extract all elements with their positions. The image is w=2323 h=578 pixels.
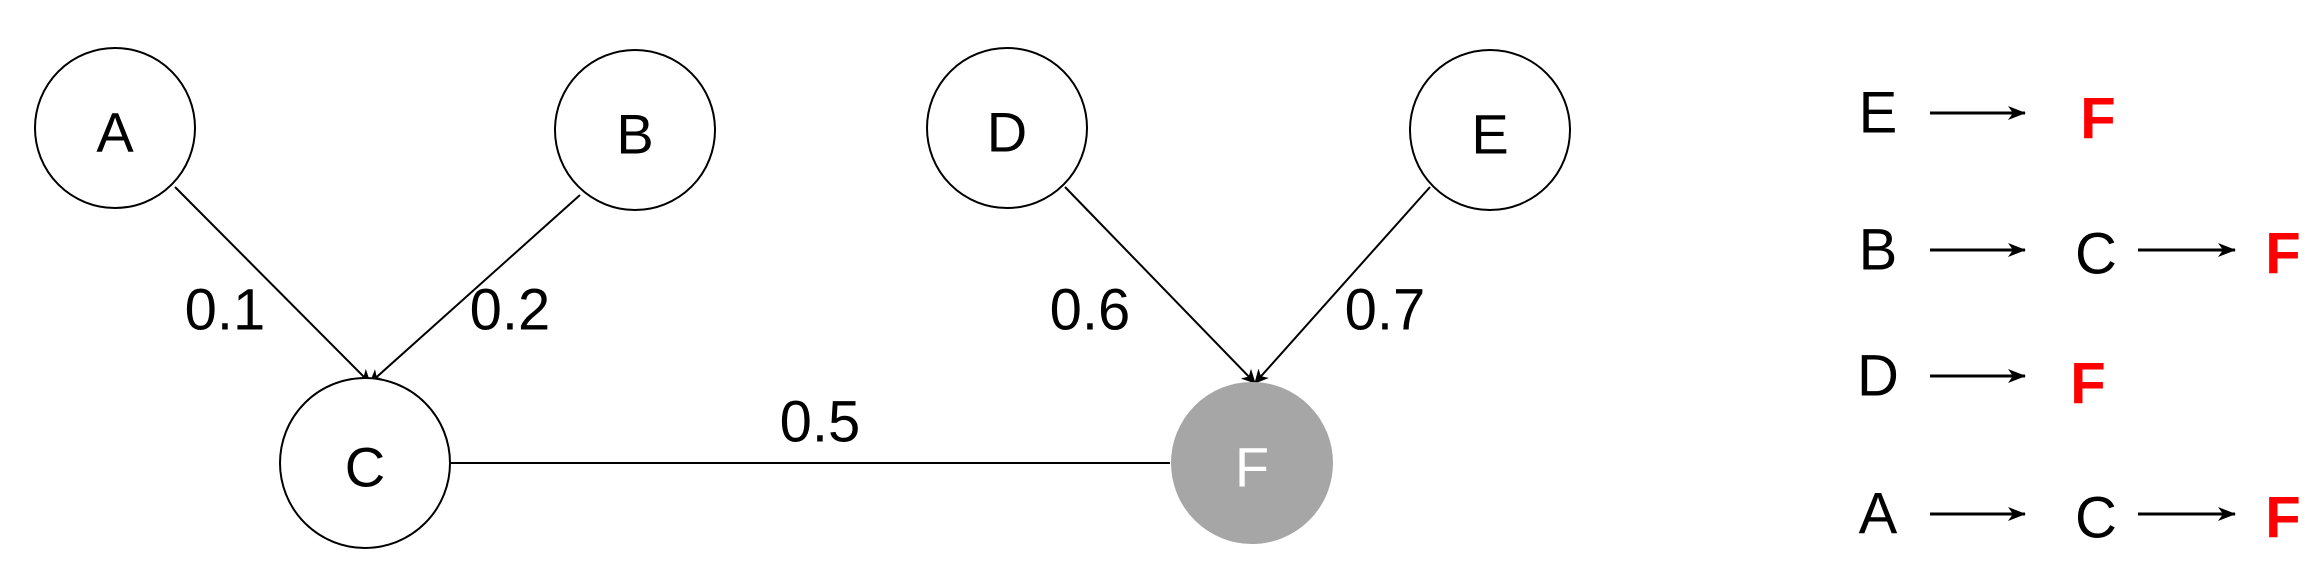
weight-label-e-f: 0.7 [1345, 278, 1426, 343]
node-e-label: E [1471, 103, 1508, 166]
weight-label-d-f: 0.6 [1050, 278, 1131, 343]
path-row: E F [1859, 81, 2116, 152]
edges-layer [174, 186, 1431, 464]
path-row-1-node-2: F [2080, 87, 2115, 152]
path-row-2-node-3: F [2265, 222, 2300, 287]
node-a: A [34, 47, 196, 209]
path-row-3-node-1: D [1857, 344, 1899, 409]
node-c-label: C [345, 436, 385, 499]
path-row-3-node-2: F [2070, 352, 2105, 417]
path-row-1-node-1: E [1859, 81, 1898, 146]
node-d: D [926, 47, 1088, 209]
edge-e-f [1254, 186, 1431, 384]
node-d-label: D [987, 101, 1027, 164]
path-row: A C F [1859, 482, 2301, 551]
node-f-label: F [1235, 436, 1269, 499]
edge-b-c [369, 194, 581, 384]
node-c: C [279, 377, 451, 549]
path-row-2-node-1: B [1859, 218, 1898, 283]
weight-label-c-f: 0.5 [780, 390, 861, 455]
path-row-4-node-3: F [2265, 486, 2300, 551]
path-row: D F [1857, 344, 2106, 417]
path-row-4-node-2: C [2075, 486, 2117, 551]
weight-label-a-c: 0.1 [185, 278, 266, 343]
node-e: E [1409, 49, 1571, 211]
path-row-4-node-1: A [1859, 482, 1898, 547]
path-row-2-node-2: C [2075, 222, 2117, 287]
edge-d-f [1064, 186, 1256, 384]
path-list: E F B C F D F A C F [1857, 81, 2301, 551]
path-row: B C F [1859, 218, 2301, 287]
edge-weights: 0.1 0.2 0.6 0.7 0.5 [185, 278, 1426, 455]
node-a-label: A [96, 101, 134, 164]
edge-a-c [174, 186, 371, 384]
nodes-layer: A B C D E F [34, 47, 1571, 549]
node-f: F [1171, 382, 1333, 544]
node-b: B [554, 49, 716, 211]
weight-label-b-c: 0.2 [470, 278, 551, 343]
node-b-label: B [616, 103, 653, 166]
